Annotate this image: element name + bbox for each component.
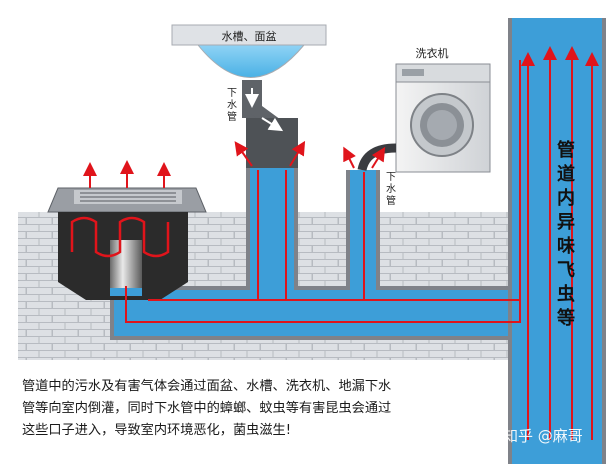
gas-flow-lines [125,60,521,323]
caption-line: 这些口子进入，导致室内环境恶化，菌虫滋生! [22,423,292,438]
sink-drain-water [250,168,294,290]
washing-machine [357,63,491,173]
drain-pipe-label-right: 下水管 [386,172,396,207]
floor-drain [47,187,207,300]
stack-arrows [521,46,599,440]
washer-label: 洗衣机 [416,46,449,60]
caption-line: 管道中的污水及有害气体会通过面盆、水槽、洗衣机、地漏下水 [22,379,392,394]
horizontal-pipe-water [114,290,526,336]
escape-arrows [83,140,386,188]
sink-label: 水槽、面盆 [222,29,277,43]
drain-pipe-label-left: 下水管 [227,88,237,123]
watermark: 知乎 @麻哥 [503,427,583,445]
caption: 管道中的污水及有害气体会通过面盆、水槽、洗衣机、地漏下水 管等向室内倒灌，同时下… [22,376,500,442]
stack-vertical-title: 管道内异味飞虫等 [557,139,575,329]
caption-line: 管等向室内倒灌，同时下水管中的蟑螂、蚊虫等有害昆虫会通过 [22,401,392,416]
sink-basin [171,24,327,168]
